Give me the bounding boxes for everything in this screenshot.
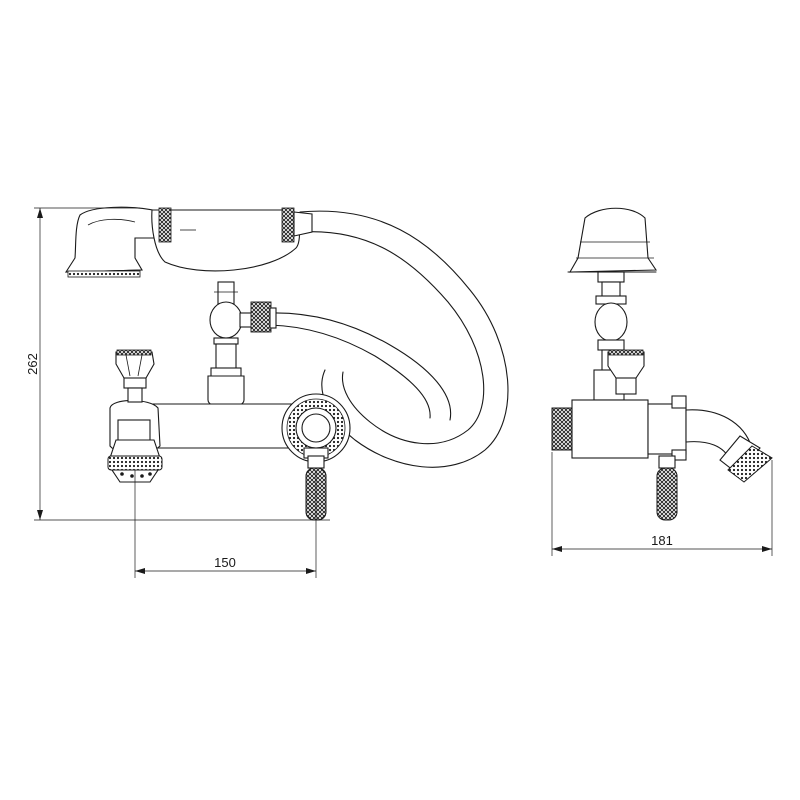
front-view <box>64 206 509 521</box>
cradle-column <box>207 281 245 409</box>
side-lever-handle <box>656 455 678 521</box>
side-spout <box>685 409 773 483</box>
hand-shower <box>64 206 313 278</box>
dimension-width-front: 150 <box>134 470 317 578</box>
dimension-width-front-label: 150 <box>214 555 236 570</box>
diverter-dial <box>281 393 351 463</box>
dimension-width-side: 181 <box>551 452 773 556</box>
dimension-height: 262 <box>25 207 330 521</box>
left-handle <box>115 349 155 403</box>
spout-outlet <box>107 439 163 483</box>
side-handle <box>607 349 645 395</box>
side-hand-shower <box>567 207 658 273</box>
side-mixer-body <box>551 395 687 461</box>
hose-connector <box>239 301 277 333</box>
dimension-height-label: 262 <box>25 353 40 375</box>
side-view <box>551 207 773 521</box>
dimension-width-side-label: 181 <box>651 533 673 548</box>
